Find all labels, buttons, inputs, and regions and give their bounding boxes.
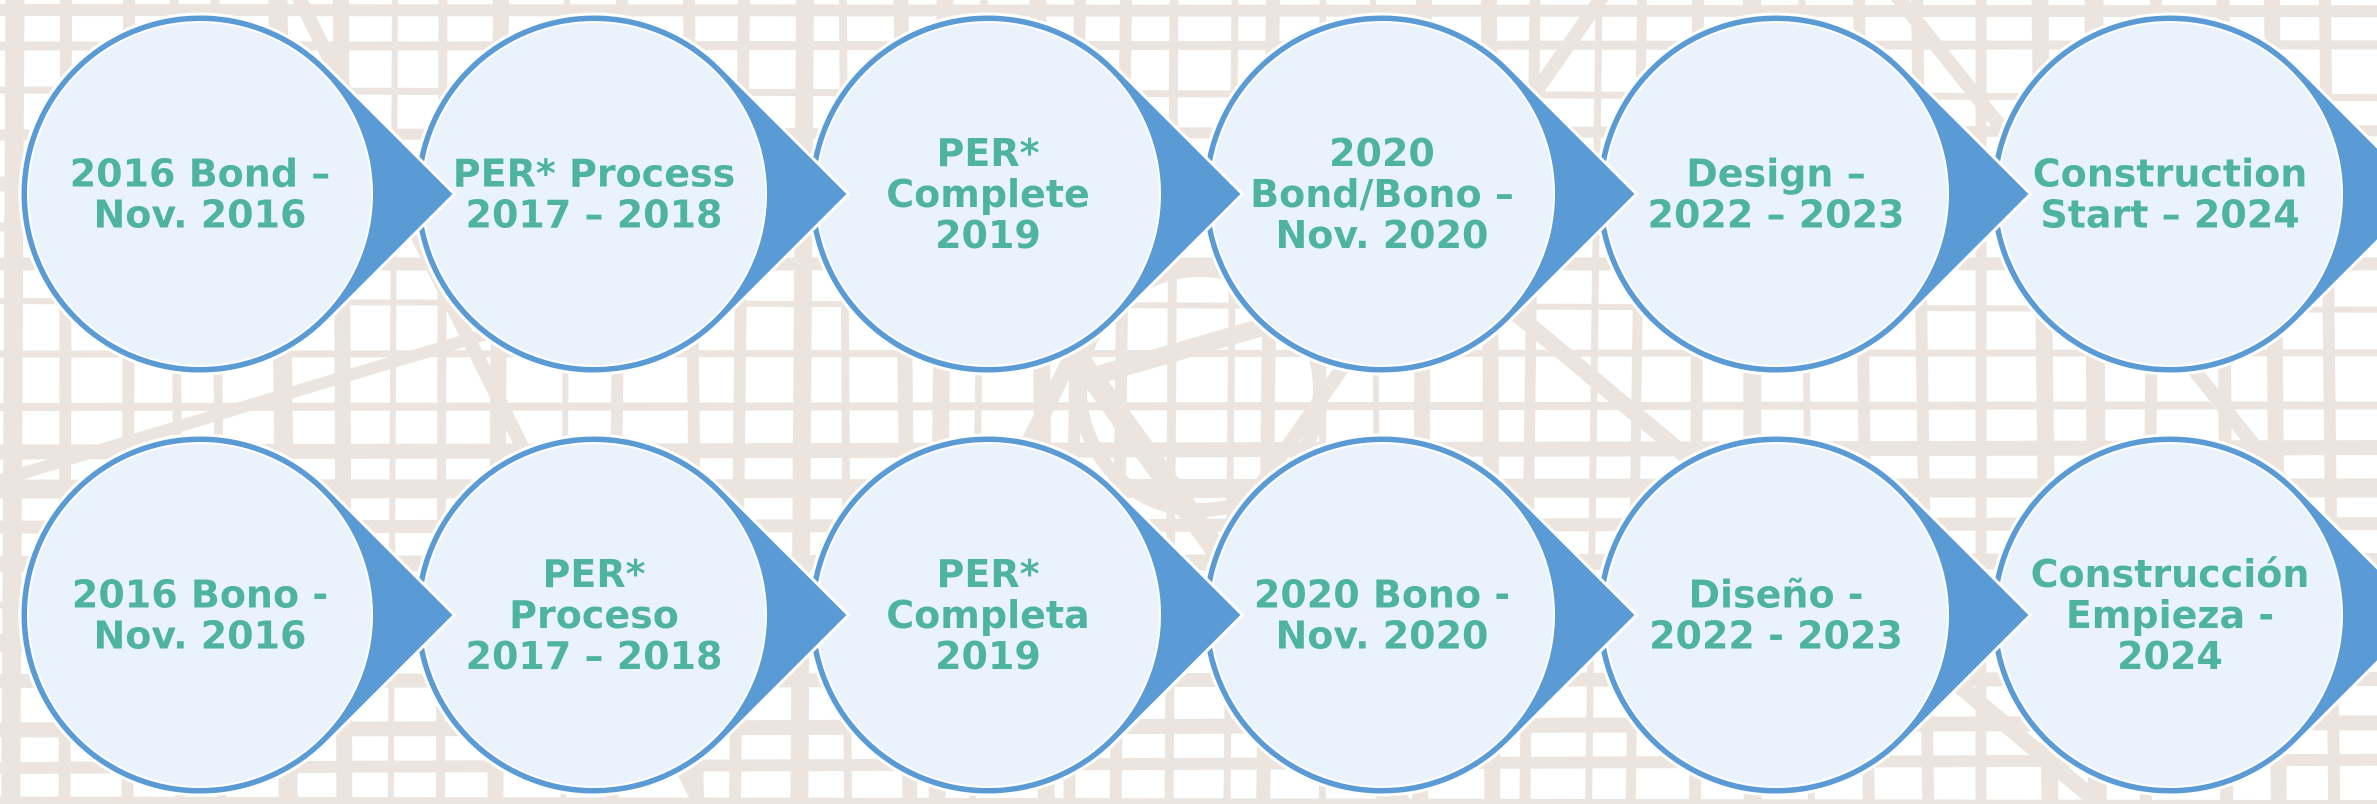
node-label-line: 2020 Bono - <box>1254 573 1510 617</box>
node-label-line: Construction <box>2033 152 2308 196</box>
timeline-node: Diseño -2022 - 2023 <box>1594 433 2033 797</box>
node-label-line: Complete <box>886 172 1090 216</box>
timeline-node: 2016 Bono -Nov. 2016 <box>18 433 457 797</box>
node-label-line: 2022 – 2023 <box>1648 193 1905 237</box>
node-label: Design –2022 – 2023 <box>1648 152 1905 237</box>
node-label-line: Nov. 2020 <box>1275 614 1488 658</box>
node-label-line: Nov. 2020 <box>1275 213 1488 257</box>
node-label-line: Completa <box>886 593 1089 637</box>
node-label-line: PER* <box>937 131 1040 175</box>
node-label-line: Construcción <box>2031 552 2310 596</box>
node-label-line: 2019 <box>935 213 1041 257</box>
node-label-line: 2022 - 2023 <box>1649 614 1903 658</box>
node-label-line: 2017 – 2018 <box>466 193 723 237</box>
node-label: Diseño -2022 - 2023 <box>1649 573 1903 658</box>
node-label-line: Proceso <box>509 593 679 637</box>
node-label-line: 2019 <box>935 634 1041 678</box>
node-label-line: Design – <box>1686 152 1865 196</box>
node-label: 2020 Bono -Nov. 2020 <box>1254 573 1510 658</box>
node-circle <box>27 21 373 367</box>
node-circle <box>27 442 373 788</box>
node-label-line: Diseño - <box>1688 573 1863 617</box>
node-label-line: Empieza - <box>2066 593 2274 637</box>
node-label: 2016 Bond –Nov. 2016 <box>70 152 331 237</box>
node-label-line: 2016 Bond – <box>70 152 331 196</box>
node-label-line: Bond/Bono – <box>1250 172 1514 216</box>
node-label-line: PER* Process <box>453 152 735 196</box>
node-label: 2016 Bono -Nov. 2016 <box>72 573 328 658</box>
node-label-line: Nov. 2016 <box>93 614 306 658</box>
node-label-line: 2016 Bono - <box>72 573 328 617</box>
node-label-line: PER* <box>543 552 646 596</box>
node-label-line: 2017 – 2018 <box>466 634 723 678</box>
node-label-line: 2024 <box>2117 634 2223 678</box>
node-label-line: Start – 2024 <box>2040 193 2299 237</box>
node-label-line: Nov. 2016 <box>93 193 306 237</box>
node-label-line: 2020 <box>1329 131 1435 175</box>
timeline-node: 2016 Bond –Nov. 2016 <box>18 12 457 376</box>
timeline-node: Design –2022 – 2023 <box>1594 12 2033 376</box>
node-label-line: PER* <box>937 552 1040 596</box>
timeline-node: 2020 Bono -Nov. 2020 <box>1200 433 1639 797</box>
